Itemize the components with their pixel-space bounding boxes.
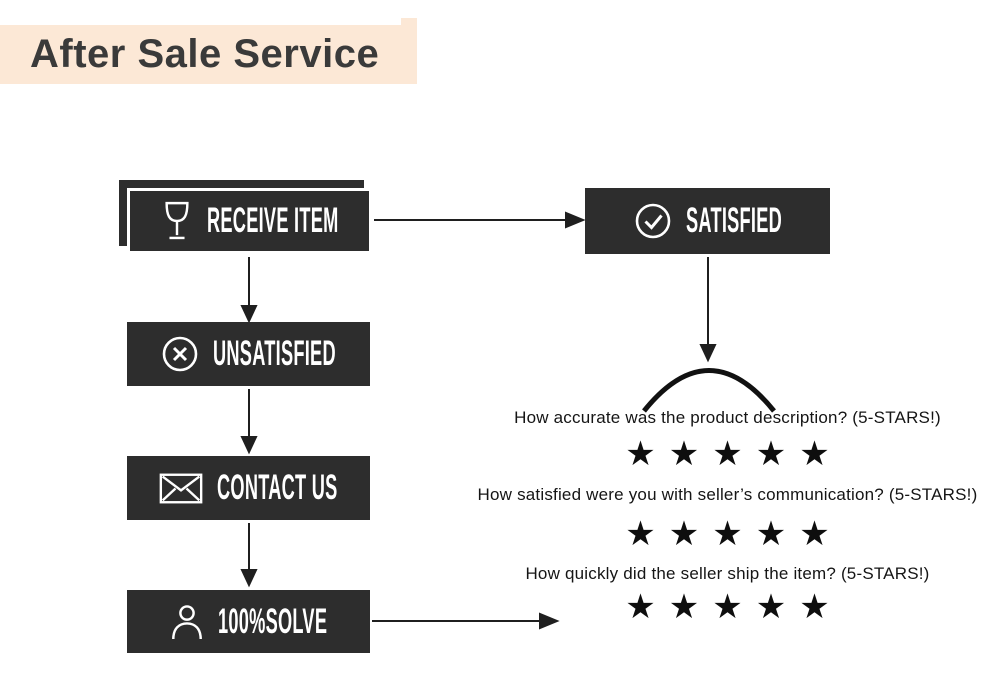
person-icon — [171, 604, 202, 639]
question-seller-communication: How satisfied were you with seller’s com… — [477, 485, 978, 504]
solve-label: 100%SOLVE — [217, 601, 328, 641]
five-star-icons: ★★★★★ — [625, 588, 843, 626]
envelope-icon — [159, 473, 203, 503]
flow-box-receive-item: RECEIVE ITEM — [127, 188, 372, 254]
star-rating-row: ★★★★★ — [455, 590, 1000, 624]
wine-glass-icon — [165, 201, 189, 240]
unsatisfied-label: UNSATISFIED — [213, 334, 336, 373]
satisfied-label: SATISFIED — [685, 201, 782, 240]
arrow-receive-to-unsatisfied — [240, 257, 258, 324]
question-product-description: How accurate was the product description… — [514, 408, 941, 427]
question-ship-speed: How quickly did the seller ship the item… — [525, 564, 930, 583]
arrow-contact-to-solve — [240, 523, 258, 588]
receive-item-label: RECEIVE ITEM — [206, 201, 339, 240]
x-circle-icon — [162, 336, 198, 372]
header-band: After Sale Service — [0, 18, 417, 84]
flow-box-satisfied: SATISFIED — [585, 188, 830, 254]
five-star-icons: ★★★★★ — [625, 435, 843, 473]
five-star-icons: ★★★★★ — [625, 515, 843, 553]
check-circle-icon — [635, 203, 670, 239]
arrow-unsatisfied-to-contact — [240, 389, 258, 455]
contact-us-label: CONTACT US — [217, 468, 338, 507]
arrow-solve-to-stars — [372, 612, 560, 630]
arrow-satisfied-down — [699, 257, 717, 363]
star-rating-row: ★★★★★ — [455, 437, 1000, 471]
page-title: After Sale Service — [30, 32, 380, 76]
header-notch — [401, 18, 417, 26]
flow-box-unsatisfied: UNSATISFIED — [127, 322, 370, 386]
arrow-receive-to-satisfied — [374, 211, 586, 229]
flow-box-contact-us: CONTACT US — [127, 456, 370, 520]
flow-box-solve: 100%SOLVE — [127, 590, 370, 653]
star-rating-row: ★★★★★ — [455, 517, 1000, 551]
feedback-arc — [642, 368, 776, 413]
